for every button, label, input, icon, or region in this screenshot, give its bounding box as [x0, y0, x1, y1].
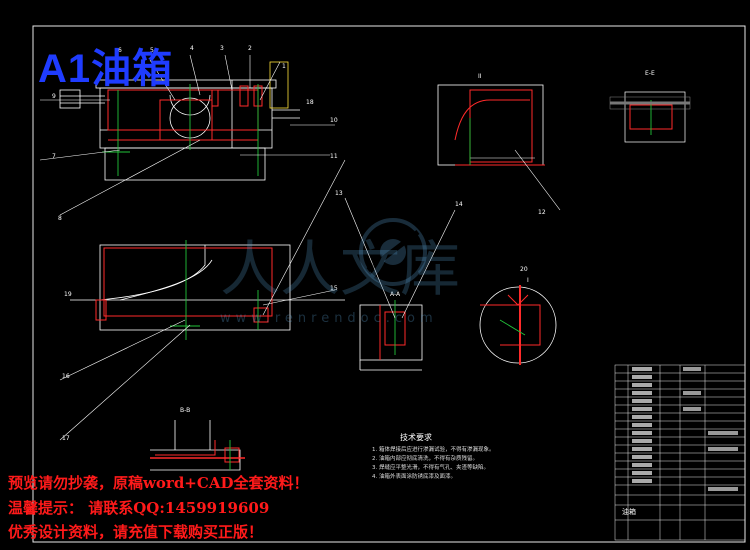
watermark-url: www.renrendoc.com: [220, 311, 438, 326]
section-aa-leaders: [344, 197, 456, 319]
section-aa-red: [379, 305, 406, 360]
plan-view-red: [95, 247, 273, 323]
view-label-ii: II: [478, 73, 482, 80]
tech-req-item-2: 2. 油箱内部应彻底清洗，不得有杂质残留。: [372, 456, 478, 462]
callout-17: 17: [62, 435, 70, 442]
callout-5: 5: [150, 47, 154, 54]
callout-2: 2: [248, 45, 252, 52]
section-aa: [359, 304, 423, 371]
view-labels: E-E II I A-A B-B: [180, 70, 655, 414]
watermark-line-2: 温馨提示： 请联系QQ:1459919609: [8, 499, 270, 517]
callout-4: 4: [190, 45, 194, 52]
callout-8: 8: [58, 215, 62, 222]
watermark-line-3: 优秀设计资料，请充值下载购买正版！: [8, 523, 264, 541]
callout-1: 1: [282, 63, 286, 70]
bom-rows: [632, 367, 738, 491]
bom-title: 油箱: [622, 507, 636, 516]
watermark-line-1: 预览请勿抄袭，原稿word+CAD全套资料！: [8, 474, 309, 492]
section-bb: [150, 420, 245, 471]
callout-16: 16: [62, 373, 70, 380]
callout-18: 18: [306, 99, 314, 106]
detail-i: [479, 285, 557, 365]
view-label-i: I: [527, 277, 529, 284]
view-ii: [437, 84, 561, 211]
view-label-bb: B-B: [180, 407, 190, 414]
callout-3: 3: [220, 45, 224, 52]
drawing-title: A1油箱: [38, 47, 174, 91]
view-label-aa: A-A: [390, 291, 401, 298]
front-view-red: [107, 85, 263, 141]
callout-15: 15: [330, 285, 338, 292]
plan-view-centerlines: [170, 240, 259, 340]
callout-11: 11: [330, 153, 338, 160]
view-ee: [609, 91, 691, 143]
callout-9: 9: [52, 93, 56, 100]
view-label-ee: E-E: [645, 70, 655, 77]
callout-14: 14: [455, 201, 463, 208]
front-view-centerlines: [102, 84, 259, 176]
tech-req-item-1: 1. 箱体焊接后应进行渗漏试验，不得有渗漏现象。: [372, 447, 495, 453]
callout-12: 12: [538, 209, 546, 216]
front-view-leaders: [39, 54, 335, 216]
plan-view-leaders: [59, 159, 346, 441]
callout-13: 13: [335, 190, 343, 197]
callout-19: 19: [64, 291, 72, 298]
callout-10: 10: [330, 117, 338, 124]
callout-7: 7: [52, 153, 56, 160]
sheet-frame: [32, 25, 746, 543]
callout-numbers: 6 5 4 3 2 1 9 7 8 10 11 12 13 14 15 16 1…: [52, 45, 546, 442]
front-view-vent: [269, 61, 289, 109]
callout-20: 20: [520, 266, 528, 273]
technical-requirements-title: 技术要求: [400, 433, 432, 442]
watermark-logo: [359, 218, 427, 286]
callout-6: 6: [118, 47, 122, 54]
tech-req-item-4: 4. 油箱外表面涂防锈底漆及面漆。: [372, 474, 456, 480]
bom-table: [614, 364, 746, 541]
tech-req-item-3: 3. 焊缝应平整光滑，不得有气孔、夹渣等缺陷。: [372, 465, 489, 471]
technical-requirements-block: 技术要求 1. 箱体焊接后应进行渗漏试验，不得有渗漏现象。 2. 油箱内部应彻底…: [372, 432, 612, 482]
watermark-brand: 人人文库: [220, 235, 460, 305]
